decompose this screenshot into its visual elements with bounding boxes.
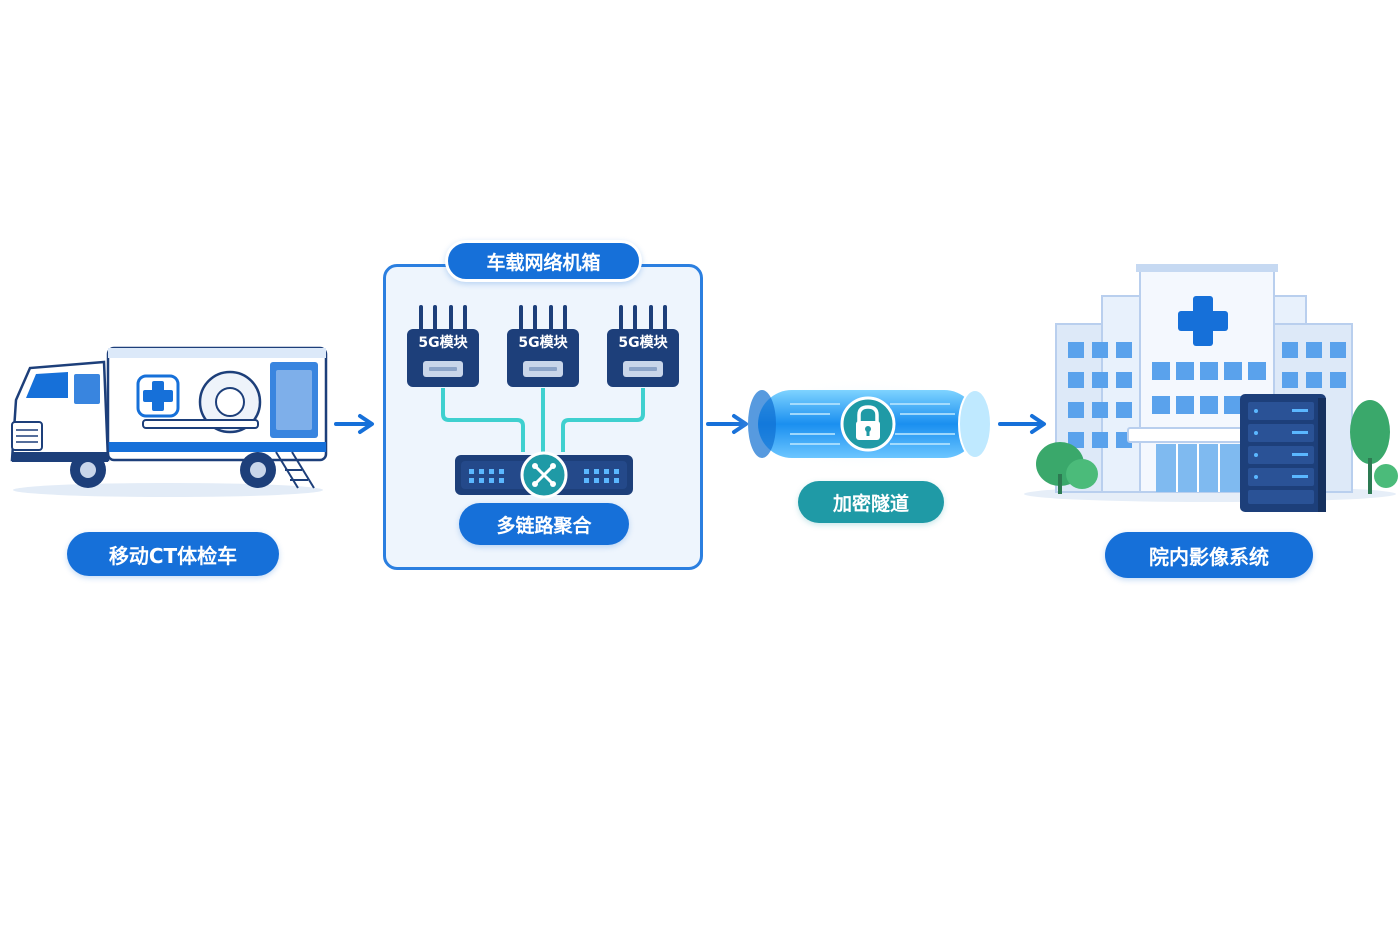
mobile-ct-truck — [8, 340, 333, 500]
5g-module-label: 5G模块 — [518, 335, 568, 351]
arrow-right-icon — [334, 413, 376, 439]
5g-module-3: 5G模块 — [607, 303, 679, 389]
encrypted-tunnel — [730, 378, 1000, 470]
arrow-right-icon — [998, 413, 1048, 439]
5g-module-2: 5G模块 — [507, 303, 579, 389]
tunnel-label: 加密隧道 — [798, 481, 944, 523]
5g-module-label: 5G模块 — [418, 335, 468, 351]
5g-module-label: 5G模块 — [618, 335, 668, 351]
module-links — [383, 264, 703, 570]
truck-label: 移动CT体检车 — [67, 532, 279, 576]
hospital-cross-icon — [1178, 296, 1228, 346]
aggregator-label: 多链路聚合 — [459, 503, 629, 545]
server-rack-icon — [1240, 394, 1326, 512]
truck-cross-icon — [136, 374, 180, 418]
5g-module-1: 5G模块 — [407, 303, 479, 389]
network-box-title: 车载网络机箱 — [445, 240, 642, 282]
network-switch-icon — [455, 449, 633, 499]
lock-icon — [840, 396, 896, 452]
hospital-label: 院内影像系统 — [1105, 532, 1313, 578]
hospital-building — [1022, 262, 1398, 518]
